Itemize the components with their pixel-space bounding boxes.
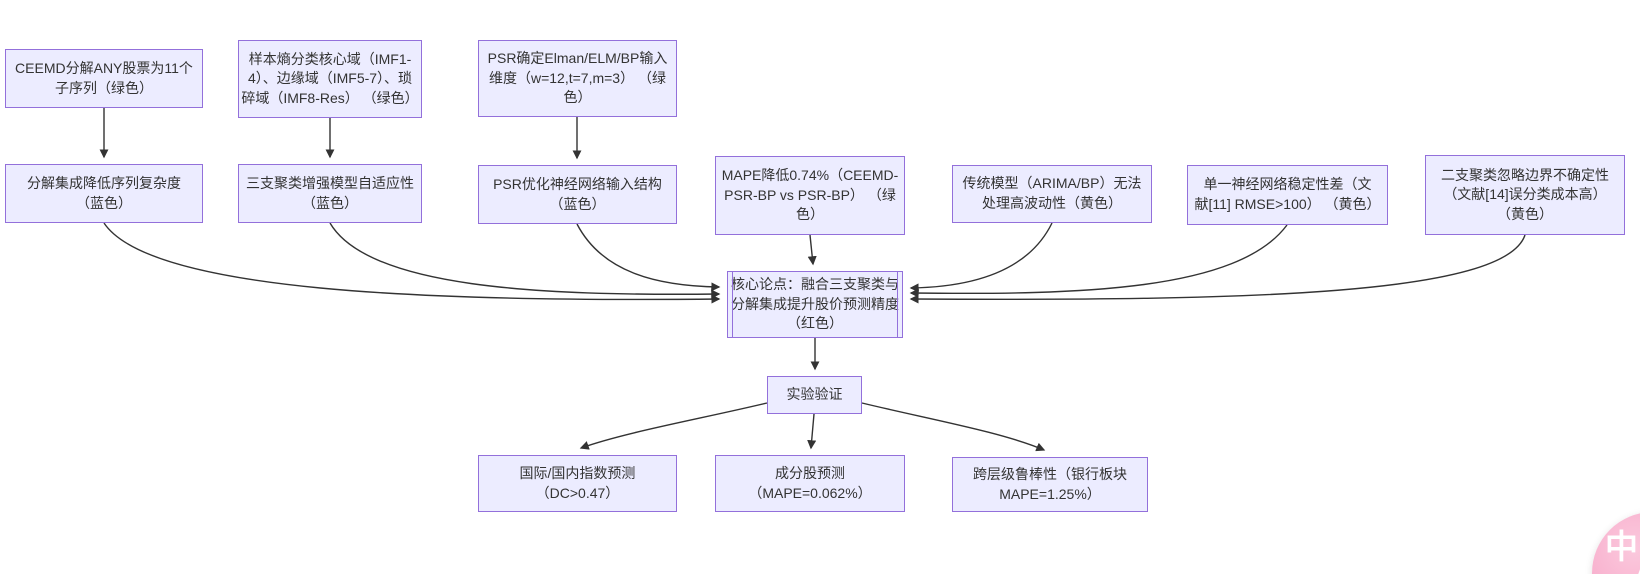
node-core-thesis: 核心论点：融合三支聚类与分解集成提升股价预测精度（红色） <box>727 271 903 338</box>
node-mape-evidence: MAPE降低0.74%（CEEMD-PSR-BP vs PSR-BP） （绿色） <box>715 156 905 235</box>
node-three-way-clustering-benefit: 三支聚类增强模型自适应性（蓝色） <box>238 164 422 223</box>
node-psr-input-dimension: PSR确定Elman/ELM/BP输入维度（w=12,t=7,m=3） （绿色） <box>478 40 677 117</box>
node-label: 国际/国内指数预测（DC>0.47） <box>519 464 636 501</box>
translate-en-glyph: A <box>1634 548 1640 574</box>
node-decomposition-benefit: 分解集成降低序列复杂度（蓝色） <box>5 164 203 223</box>
node-sample-entropy-domains: 样本熵分类核心域（IMF1-4）、边缘域（IMF5-7）、琐碎域（IMF8-Re… <box>238 40 422 118</box>
node-psr-structure-benefit: PSR优化神经网络输入结构（蓝色） <box>478 165 677 224</box>
node-label: 单一神经网络稳定性差（文献[11] RMSE>100） （黄色） <box>1194 176 1381 212</box>
edge-twoway-to-core <box>909 234 1526 304</box>
node-label: 二支聚类忽略边界不确定性（文献[14]误分类成本高）（黄色） <box>1441 166 1609 222</box>
edge-experiment-to-robust <box>861 402 1046 452</box>
node-label: 实验验证 <box>786 386 843 403</box>
node-two-way-clustering-gap: 二支聚类忽略边界不确定性（文献[14]误分类成本高）（黄色） <box>1425 155 1625 235</box>
edge-twc-to-core <box>329 222 721 299</box>
edge-psropt-to-core <box>576 223 721 292</box>
translate-zh-glyph: 中 <box>1605 528 1638 565</box>
node-label: PSR确定Elman/ELM/BP输入维度（w=12,t=7,m=3） （绿色） <box>487 50 668 106</box>
edge-experiment-to-index <box>579 402 768 450</box>
node-label: 核心论点：融合三支聚类与分解集成提升股价预测精度（红色） <box>731 276 899 332</box>
node-label: PSR优化神经网络输入结构（蓝色） <box>493 175 662 212</box>
node-ceemd-decomposition: CEEMD分解ANY股票为11个子序列（绿色） <box>5 49 203 108</box>
node-label: CEEMD分解ANY股票为11个子序列（绿色） <box>15 59 193 96</box>
edge-decomp-to-core <box>103 222 721 304</box>
edge-trad-to-core <box>909 222 1053 293</box>
translate-button[interactable]: 中 A <box>1592 512 1640 574</box>
node-constituent-stock-result: 成分股预测（MAPE=0.062%） <box>715 455 905 512</box>
edge-single-to-core <box>909 224 1288 298</box>
node-single-nn-gap: 单一神经网络稳定性差（文献[11] RMSE>100） （黄色） <box>1187 165 1388 225</box>
edge-mape-to-core <box>807 234 817 266</box>
node-label: 传统模型（ARIMA/BP）无法处理高波动性（黄色） <box>962 175 1142 211</box>
node-label: 成分股预测（MAPE=0.062%） <box>748 464 872 501</box>
node-index-prediction-result: 国际/国内指数预测（DC>0.47） <box>478 455 677 512</box>
node-label: 样本熵分类核心域（IMF1-4）、边缘域（IMF5-7）、琐碎域（IMF8-Re… <box>241 50 419 106</box>
node-label: 分解集成降低序列复杂度（蓝色） <box>27 174 181 211</box>
edge-experiment-to-stock <box>807 413 817 450</box>
node-traditional-model-gap: 传统模型（ARIMA/BP）无法处理高波动性（黄色） <box>952 165 1152 223</box>
node-experiment-validation: 实验验证 <box>767 376 862 414</box>
node-label: MAPE降低0.74%（CEEMD-PSR-BP vs PSR-BP） （绿色） <box>721 167 899 223</box>
node-label: 三支聚类增强模型自适应性（蓝色） <box>246 174 414 211</box>
